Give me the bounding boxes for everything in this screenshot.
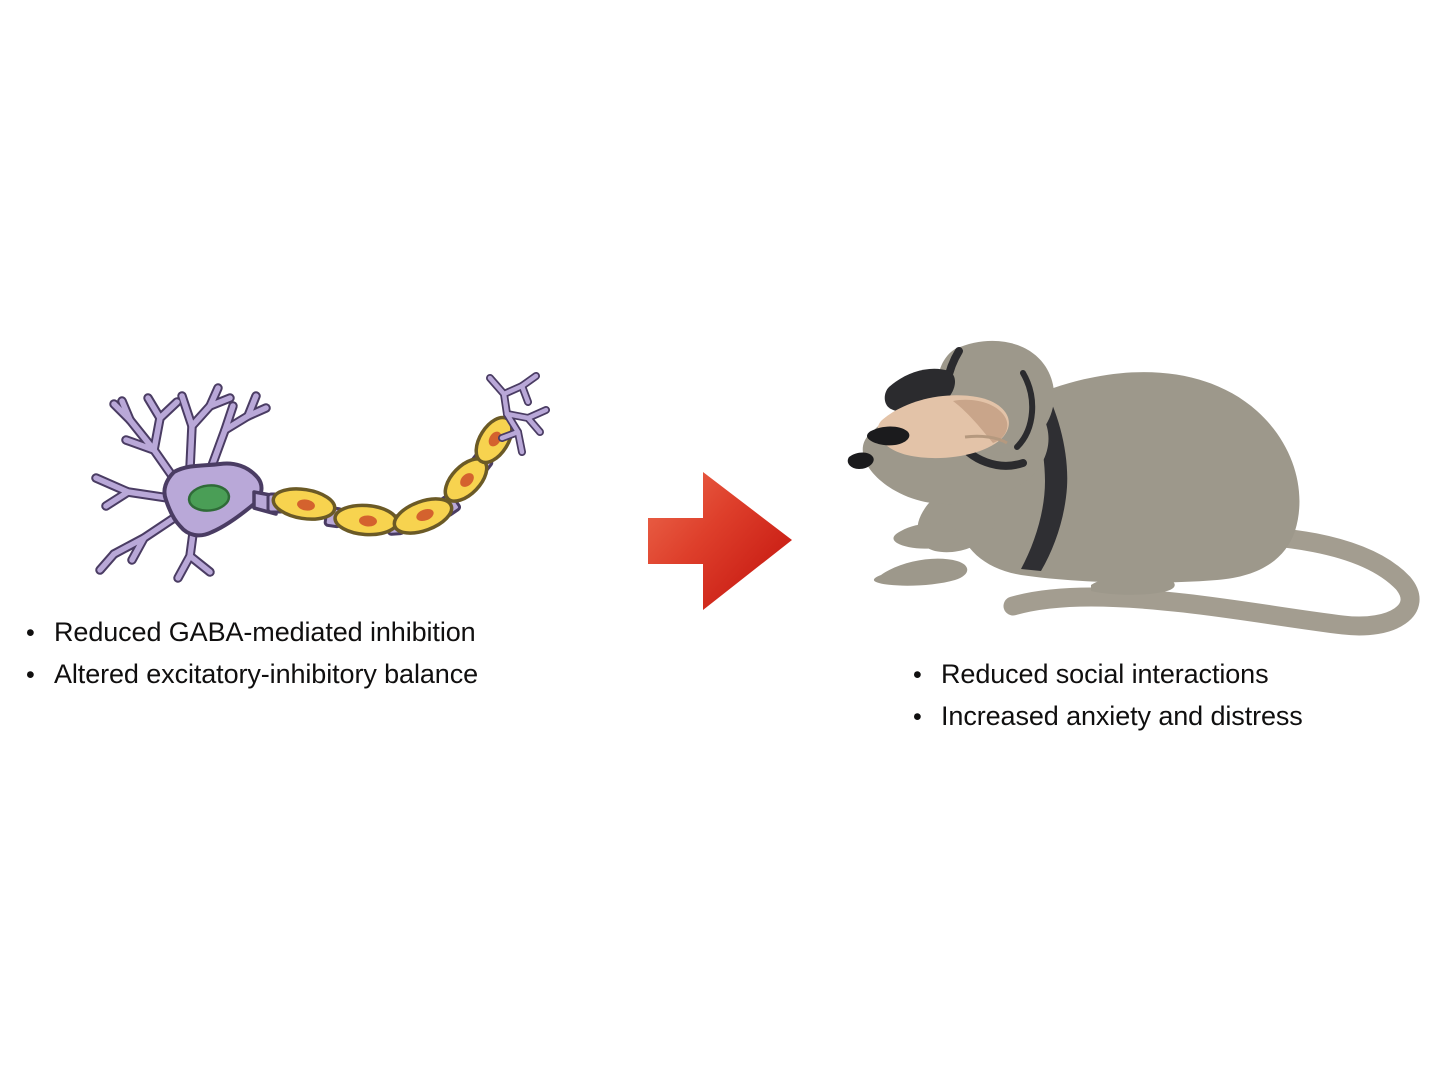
bullet-text: Reduced GABA-mediated inhibition [54,617,476,647]
mouse-illustration [845,325,1440,636]
dendrites-fill [93,385,269,581]
rightward-block-arrow-icon [640,465,800,620]
neuron-bullet-list: • Reduced GABA-mediated inhibition • Alt… [26,612,666,696]
myelin-segment [443,457,489,503]
eye [867,426,910,446]
mouse-bullet-list: • Reduced social interactions • Increase… [913,654,1433,738]
front-paw [893,523,959,549]
flank-shadow [1021,381,1068,571]
bullet-marker-icon: • [913,661,922,689]
myelin-segment [333,503,399,537]
nucleus [187,484,231,512]
neuron-group [91,372,550,583]
bullet-text: Altered excitatory-inhibitory balance [54,659,479,689]
nose [847,452,874,469]
neuron-illustration [70,368,550,593]
axon-terminals-fill [487,373,549,455]
bullet-text: Reduced social interactions [941,659,1269,689]
arrow-shape [648,472,792,610]
list-item: • Altered excitatory-inhibitory balance [26,654,666,696]
myelin-segment [271,487,337,521]
list-item: • Reduced social interactions [913,654,1433,696]
list-item: • Reduced GABA-mediated inhibition [26,612,666,654]
bullet-marker-icon: • [26,661,35,689]
myelin-segment [474,415,514,465]
mouse-group [847,340,1420,636]
inner-ear-fold [964,434,1008,445]
bullet-text: Increased anxiety and distress [941,701,1303,731]
bullet-marker-icon: • [26,619,35,647]
bullet-marker-icon: • [913,703,922,731]
myelin-segment [392,497,454,535]
ear-inner-rim [1014,370,1036,450]
myelin-sheath [271,415,514,537]
list-item: • Increased anxiety and distress [913,696,1433,738]
hind-paw [873,558,968,586]
tail [1003,526,1420,636]
inner-ear-shade [953,399,1008,443]
